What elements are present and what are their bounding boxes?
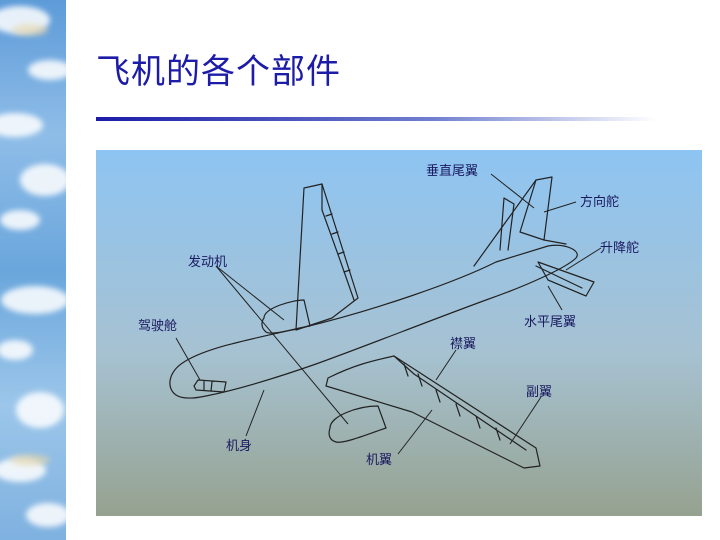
- elevator-outline: [535, 265, 587, 297]
- airplane-parts-diagram: 垂直尾翼 方向舵 升降舵 水平尾翼 发动机 驾驶舱 襟翼 副翼 机身 机翼: [96, 150, 702, 516]
- label-fuselage: 机身: [226, 438, 252, 454]
- label-aileron: 副翼: [526, 385, 552, 400]
- near-wing-flaps: [393, 355, 527, 451]
- far-stabilizer-outline: [499, 197, 515, 251]
- far-wing-flaps: [321, 183, 355, 301]
- near-wing-outline: [325, 355, 541, 469]
- near-engine-outline: [328, 405, 387, 443]
- label-rudder: 方向舵: [580, 194, 619, 210]
- label-engine: 发动机: [188, 254, 227, 270]
- leader-lines: [175, 173, 602, 455]
- cloud-strip-image: [0, 0, 66, 540]
- vertical-tail-outline: [473, 176, 567, 267]
- airplane-drawing: [169, 176, 595, 469]
- title-underline: [96, 117, 656, 121]
- fuselage-outline: [169, 244, 578, 399]
- cockpit-windows: [193, 379, 227, 393]
- far-engine-outline: [261, 299, 311, 334]
- rudder-outline: [519, 179, 545, 241]
- label-vertical-tail: 垂直尾翼: [426, 164, 478, 179]
- slide-title: 飞机的各个部件: [96, 52, 341, 92]
- label-wing: 机翼: [366, 453, 392, 468]
- label-cockpit: 驾驶舱: [138, 319, 177, 334]
- label-elevator: 升降舵: [600, 241, 639, 256]
- far-wing-outline: [295, 183, 359, 331]
- sky-decoration-strip: [0, 0, 66, 540]
- label-flap: 襟翼: [450, 337, 476, 352]
- label-horizontal-tail: 水平尾翼: [524, 315, 576, 330]
